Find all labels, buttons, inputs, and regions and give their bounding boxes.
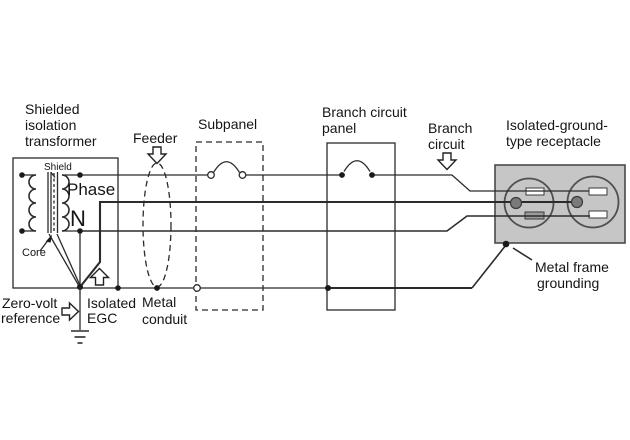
secondary-coil: [61, 174, 70, 232]
primary-terminal-bottom: [19, 228, 25, 234]
feeder-down-arrow-icon: [146, 146, 168, 165]
neutral-label: N: [70, 206, 86, 231]
isolated-egc-up-arrow-icon: [88, 267, 111, 286]
zero-volt-right-arrow-icon: [61, 301, 80, 322]
isolated-egc-label-line1: Isolated: [87, 295, 136, 311]
branch-circuit-down-arrow-icon: [436, 152, 458, 171]
secondary-terminal-phase: [77, 172, 83, 178]
ground-conduit-wire: [118, 244, 507, 290]
receptacle-label-line2: type receptacle: [506, 133, 601, 149]
branch-panel-label-line1: Branch circuit: [322, 104, 407, 120]
frame-ground-riser: [471, 244, 507, 289]
isolated-egc-wire: [79, 200, 577, 288]
ground-pin-right: [570, 195, 584, 209]
outlet-right-hot-slot: [588, 187, 608, 196]
shield-label: Shield: [44, 162, 72, 173]
subpanel-box: [195, 141, 264, 311]
branch-breaker-terminal-right: [369, 172, 375, 178]
feeder-conduit-ellipse: [142, 162, 172, 288]
frame-grounding-pointer: [512, 247, 533, 261]
shield-bond-wire: [56, 233, 82, 287]
frame-grounding-label-line2: grounding: [537, 275, 599, 291]
branch-breaker-terminal-left: [339, 172, 345, 178]
primary-coil: [28, 174, 37, 232]
frame-grounding-label-line1: Metal frame: [535, 259, 609, 275]
branch-panel-label-line2: panel: [322, 120, 356, 136]
diagram-labels: Shielded isolation transformer Shield Ph…: [1, 101, 609, 327]
phase-label: Phase: [67, 180, 115, 199]
shield-label-pointer: [50, 172, 56, 178]
isolated-egc-label-line2: EGC: [87, 310, 117, 326]
branch-panel-box: [326, 142, 396, 311]
transformer-frame-bond-dot: [115, 285, 121, 291]
branch-panel-bond-dot: [325, 285, 331, 291]
neutral-wire: [80, 215, 590, 232]
transformer-label-line1: Shielded: [25, 101, 80, 117]
outlet-right-neutral-slot: [588, 210, 608, 219]
subpanel-breaker-terminal-left: [207, 171, 215, 179]
core-bond-wire: [48, 233, 80, 287]
subpanel-breaker-terminal-right: [238, 171, 247, 179]
transformer-box: [12, 157, 119, 289]
primary-terminal-top: [19, 172, 25, 178]
subpanel-conduit-joint: [193, 284, 201, 292]
earth-ground-icon: [71, 287, 89, 344]
branch-breaker-arc: [343, 160, 371, 172]
zero-volt-label-line2: reference: [1, 310, 60, 326]
metal-frame-bond-dot: [502, 240, 510, 248]
conduit-bond-dot: [154, 285, 160, 291]
feeder-label: Feeder: [133, 130, 178, 146]
phase-wire: [80, 160, 589, 192]
subpanel-breaker-arc: [212, 161, 241, 173]
subpanel-label: Subpanel: [198, 116, 257, 132]
transformer-label-line3: transformer: [25, 133, 97, 149]
zero-volt-label-line1: Zero-volt: [2, 295, 57, 311]
metal-conduit-label-line1: Metal: [142, 294, 176, 310]
metal-conduit-label-line2: conduit: [142, 311, 187, 327]
secondary-terminal-neutral: [77, 228, 83, 234]
receptacle-label-line1: Isolated-ground-: [506, 117, 608, 133]
core-label: Core: [22, 247, 46, 259]
core-lines: [47, 172, 59, 233]
branch-circuit-label-line2: circuit: [428, 136, 465, 152]
ground-pin-left: [509, 196, 523, 210]
branch-circuit-label-line1: Branch: [428, 120, 472, 136]
core-label-arrow: [39, 234, 52, 252]
transformer-label-line2: isolation: [25, 117, 76, 133]
